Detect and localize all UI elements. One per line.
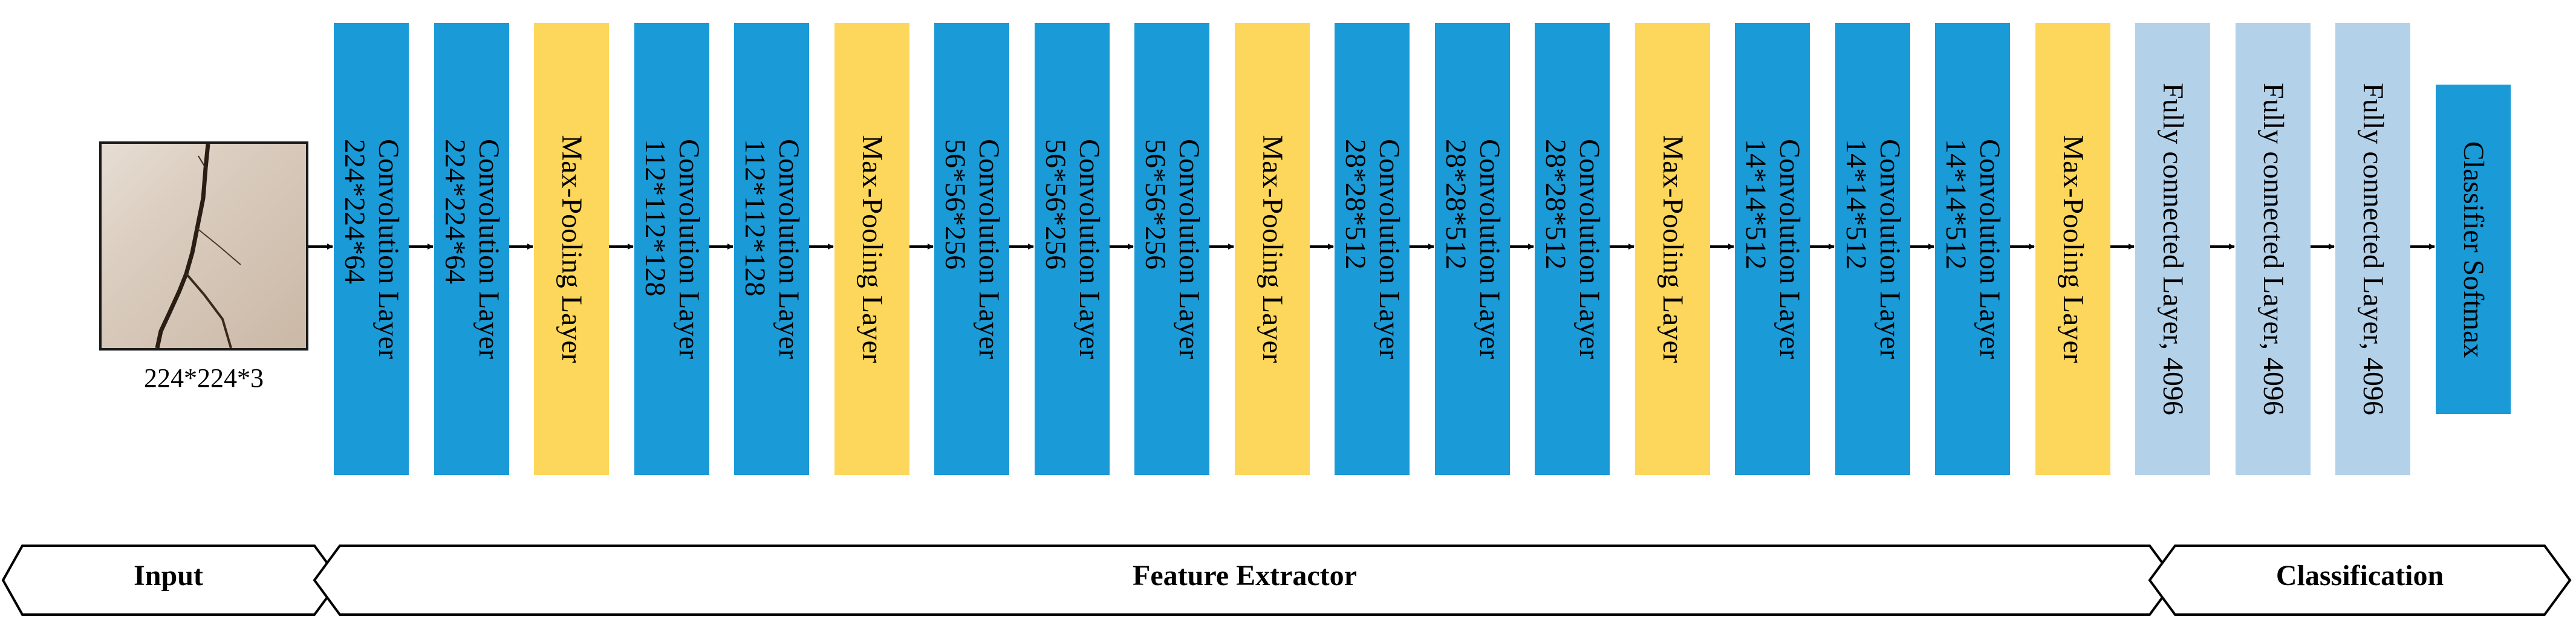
input-band: [1, 545, 342, 616]
layer-fc-19: Fully connected Layer, 4096: [2135, 23, 2210, 475]
layer-fc-21: Fully connected Layer, 4096: [2335, 23, 2410, 475]
input-size-label: 224*224*3: [144, 363, 264, 393]
band-label-input: Input: [134, 560, 203, 592]
layer-soft-22: Classifier Softmax: [2436, 85, 2511, 414]
layer-fc-20: Fully connected Layer, 4096: [2236, 23, 2311, 475]
crack-pattern: [155, 144, 241, 348]
layer-pool-6: Max-Pooling Layer: [834, 23, 909, 475]
layer-pool-3: Max-Pooling Layer: [534, 23, 609, 475]
layer-pool-14: Max-Pooling Layer: [1635, 23, 1710, 475]
input-crack-image: [99, 141, 308, 351]
band-label-classification: Classification: [2275, 560, 2444, 592]
classification-band: [2148, 545, 2572, 616]
feature-extractor-band: [313, 545, 2177, 616]
band-label-feature-extractor: Feature Extractor: [1133, 560, 1357, 592]
layer-pool-10: Max-Pooling Layer: [1235, 23, 1310, 475]
layer-pool-18: Max-Pooling Layer: [2035, 23, 2110, 475]
